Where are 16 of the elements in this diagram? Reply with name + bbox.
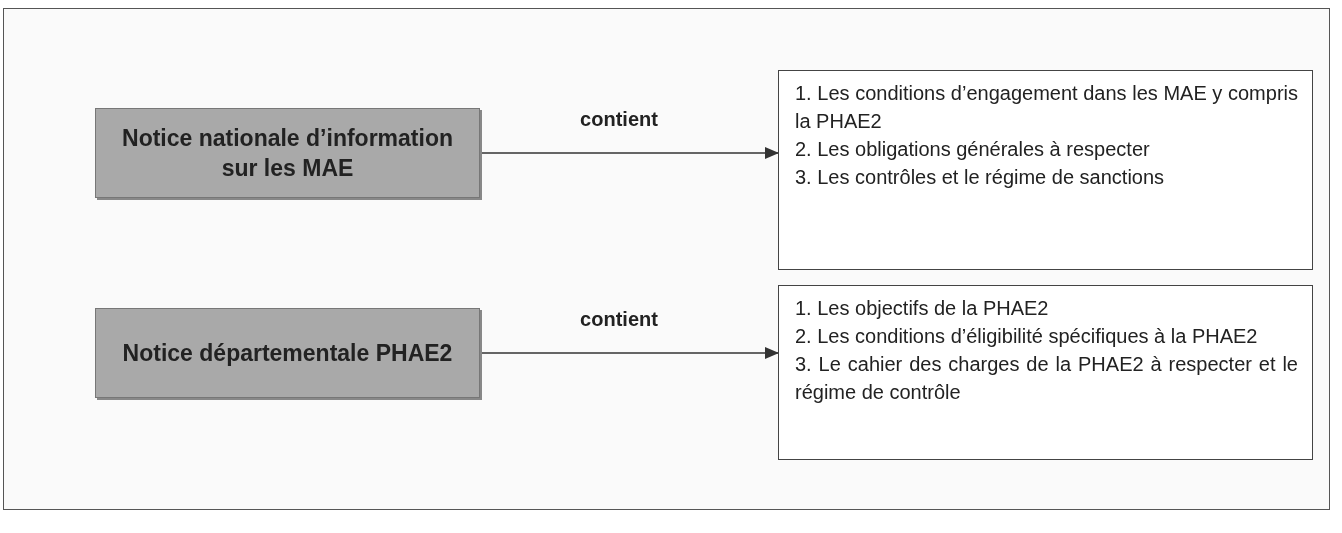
list-box — [778, 285, 1313, 460]
list-item: 3. Le cahier des charges de la PHAE2 à respecter et le régime de contrôle — [795, 352, 1298, 405]
list-box — [778, 70, 1313, 270]
box-title: Notice départementale PHAE2 — [122, 339, 453, 368]
list-item: 1. Les objectifs de la PHAE2 — [795, 296, 1050, 321]
edge-label: contient — [580, 107, 658, 131]
list-item: 2. Les conditions d’éligibilité spécifiques à la PHAE2 — [795, 324, 1259, 349]
arrow — [479, 147, 779, 159]
list-item: 2. Les obligations générales à respecter — [795, 137, 1151, 162]
title-box — [95, 308, 480, 398]
edge-label: contient — [580, 307, 658, 331]
list-item: 3. Les contrôles et le régime de sanctions — [795, 165, 1166, 190]
box-title: Notice nationale d’information sur les MAE — [121, 124, 454, 183]
title-box — [95, 108, 480, 198]
list-item: 1. Les conditions d’engagement dans les MAE y compris la PHAE2 — [795, 81, 1298, 134]
arrow — [479, 347, 779, 359]
